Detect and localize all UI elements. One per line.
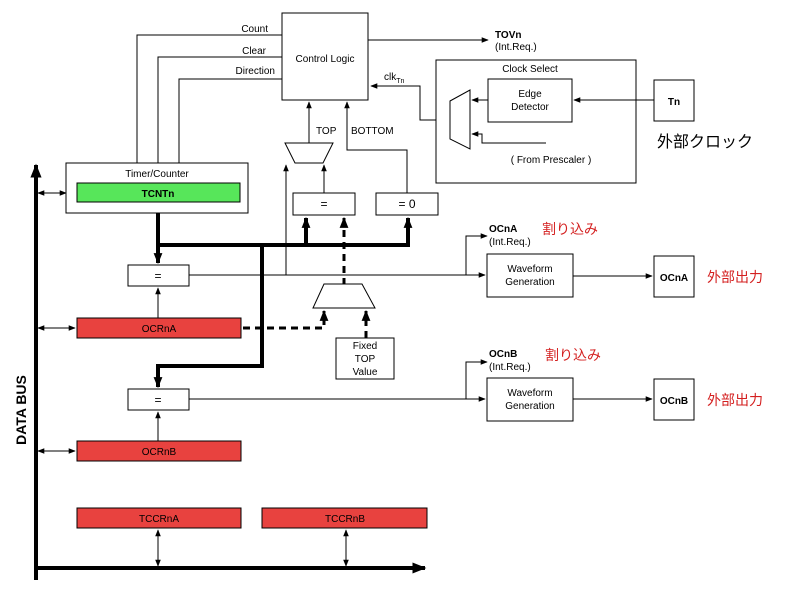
bottom-label: BOTTOM (351, 126, 394, 137)
interrupt-a-note: 割り込み (542, 221, 598, 238)
direction-signal (176, 78, 282, 174)
tcntn-register (76, 182, 241, 203)
tcnt-to-compare-b (153, 245, 264, 389)
fixed-top-label-3: Value (353, 367, 378, 378)
eq-top-comparator (292, 192, 356, 216)
direction-label: Direction (236, 66, 275, 77)
waveform-a-block (486, 253, 574, 298)
ocrna-register (76, 317, 242, 339)
clk-label: clkTn (384, 72, 405, 85)
tccrna-label: TCCRnA (139, 514, 179, 525)
ocnb-irq-label: OCnB (489, 349, 517, 360)
tovn-req-label: (Int.Req.) (495, 42, 537, 53)
waveform-a-label-2: Generation (505, 277, 554, 288)
external-clock-note: 外部クロック (657, 132, 753, 151)
ocnb-pin-box (653, 378, 695, 421)
ocna-pin-label: OCnA (660, 273, 688, 284)
tn-pin-box (653, 79, 695, 122)
tccrnb-label: TCCRnB (325, 514, 365, 525)
ocrna-to-top-mux-dashed (243, 309, 329, 330)
waveform-b-label-1: Waveform (507, 388, 552, 399)
edge-detector-block (487, 78, 573, 123)
waveform-a-label-1: Waveform (507, 264, 552, 275)
waveform-b-block (486, 377, 574, 422)
control-logic-label: Control Logic (296, 54, 355, 65)
ocrnb-label: OCRnB (142, 447, 177, 458)
ocnb-irq-req-label: (Int.Req.) (489, 362, 531, 373)
external-output-a-note: 外部出力 (707, 270, 763, 286)
ocnb-pin-label: OCnB (660, 396, 688, 407)
clear-signal (155, 56, 282, 174)
data-bus: DATA BUS (13, 163, 427, 580)
fixed-top-mux (312, 283, 376, 309)
ocna-irq-label: OCnA (489, 224, 517, 235)
eq-zero-comparator (375, 192, 439, 216)
compare-b-label: = (154, 393, 161, 407)
top-select-mux (284, 142, 334, 164)
control-logic-block (281, 12, 369, 101)
tn-label: Tn (668, 97, 680, 108)
from-prescaler-label: ( From Prescaler ) (511, 155, 592, 166)
ocrnb-register (76, 440, 242, 462)
ocrna-label: OCRnA (142, 324, 177, 335)
bottom-signal (344, 101, 408, 193)
fixed-top-label-1: Fixed (353, 341, 377, 352)
count-label: Count (241, 24, 268, 35)
prescaler-signal (471, 131, 546, 144)
timer-counter-label: Timer/Counter (125, 169, 189, 180)
count-signal (134, 34, 282, 174)
eq-top-label: = (320, 197, 327, 211)
ocnb-irq-signal (465, 359, 488, 399)
clear-label: Clear (242, 46, 267, 57)
fixed-top-label-2: TOP (355, 354, 376, 365)
eq-zero-label: = 0 (398, 197, 415, 211)
waveform-b-label-2: Generation (505, 401, 554, 412)
compare-a-label: = (154, 269, 161, 283)
edge-detector-label-2: Detector (511, 102, 549, 113)
ocna-irq-signal (465, 233, 488, 275)
interrupt-b-note: 割り込み (545, 347, 601, 364)
tccrna-register (76, 507, 242, 529)
tccrnb-register (261, 507, 428, 529)
ocna-irq-req-label: (Int.Req.) (489, 237, 531, 248)
fixed-top-value-box (335, 337, 395, 380)
tcntn-label: TCNTn (142, 189, 175, 200)
clock-select-label: Clock Select (502, 64, 558, 75)
clk-signal (370, 83, 448, 121)
tovn-label: TOVn (495, 30, 521, 41)
external-output-b-note: 外部出力 (707, 393, 763, 409)
tcnt-bus-main (156, 213, 413, 247)
data-bus-label: DATA BUS (13, 375, 29, 445)
ocna-pin-box (653, 255, 695, 298)
clock-mux (449, 89, 471, 150)
edge-detector-label-1: Edge (518, 89, 542, 100)
top-label: TOP (316, 126, 337, 137)
